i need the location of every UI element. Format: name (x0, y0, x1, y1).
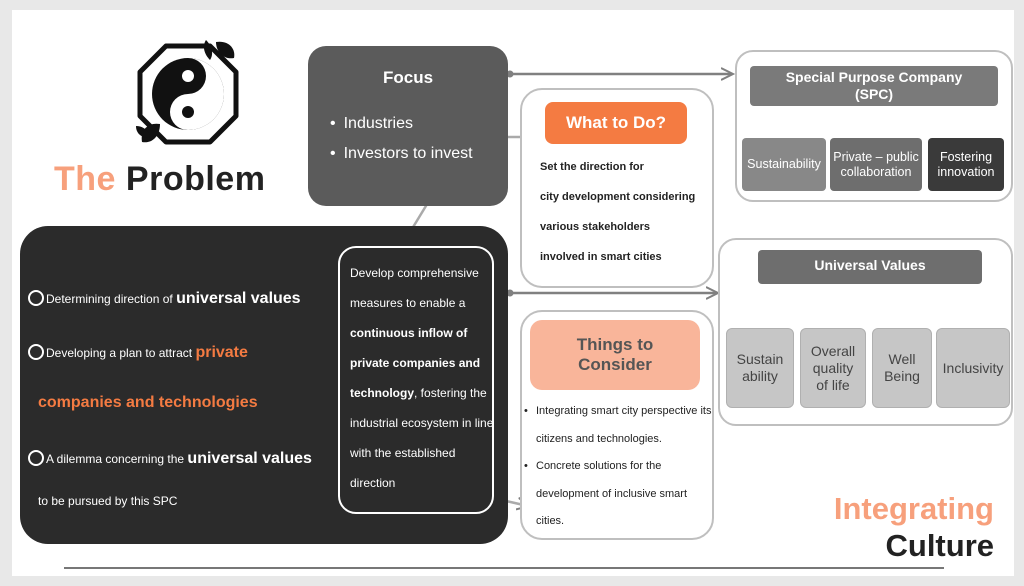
problem-text: Developing a plan to attract (46, 346, 196, 360)
problem-text: to be pursued by this SPC (38, 494, 178, 508)
circle-bullet-icon (28, 344, 44, 360)
circle-bullet-icon (28, 450, 44, 466)
what-to-do-title: What to Do? (545, 102, 687, 144)
spc-title: Special Purpose Company (SPC) (750, 66, 998, 106)
uv-item-line: Inclusivity (942, 359, 1004, 376)
things-item: Integrating smart city perspective its c… (524, 398, 714, 453)
arrow-focus-to-spc (506, 71, 733, 78)
spc-item-sustainability: Sustainability (742, 138, 826, 191)
problem-highlight: private (195, 344, 248, 361)
uv-item-line: ability (742, 368, 778, 384)
things-title-line: Consider (578, 355, 652, 374)
focus-list: Industries Investors to invest (330, 109, 473, 169)
what-to-do-line: various stakeholders (540, 221, 651, 233)
problem-3-cont: to be pursued by this SPC (38, 494, 177, 508)
problem-title-word1: The (54, 160, 116, 198)
uv-item-line: of life (816, 376, 850, 393)
uv-item-line: Sustain (736, 351, 784, 367)
integrating-title-line2: Culture (885, 528, 995, 563)
problem-3: A dilemma concerning the universal value… (28, 450, 312, 468)
what-to-do-line: city development considering (540, 191, 696, 203)
problem-2-cont: companies and technologies (38, 394, 258, 412)
develop-text-part: Develop comprehensive measures to enable… (350, 266, 479, 310)
uv-item-line: quality (812, 359, 854, 376)
spc-item-line: innovation (937, 164, 995, 179)
spc-title-line: Special Purpose Company (785, 69, 963, 85)
problem-title-word2: Problem (125, 160, 266, 198)
integrating-title-line1: Integrating (833, 491, 994, 526)
develop-text-bold: continuous inflow of private companies a… (350, 326, 481, 400)
yin-yang-logo-icon (136, 40, 239, 145)
spc-item-line: Fostering (939, 149, 993, 164)
things-list: Integrating smart city perspective its c… (524, 398, 714, 536)
problems-panel (20, 226, 508, 544)
uv-item-line: Being (884, 368, 920, 384)
develop-text-part: , fostering the industrial ecosystem in … (350, 386, 494, 490)
problem-text: Determining direction of (46, 292, 177, 306)
things-item: Concrete solutions for the development o… (524, 453, 714, 536)
develop-text: Develop comprehensive measures to enable… (350, 258, 496, 498)
universal-values-title: Universal Values (758, 250, 982, 284)
focus-box: Focus Industries Investors to invest (308, 46, 508, 206)
what-to-do-line: involved in smart cities (540, 251, 662, 263)
spc-item-line: Sustainability (747, 157, 821, 171)
spc-title-line: (SPC) (854, 86, 894, 102)
problem-2: Developing a plan to attract private (28, 344, 248, 362)
spc-item-line: Private – public (833, 149, 919, 164)
focus-title: Focus (382, 68, 434, 87)
spc-item-line: collaboration (840, 164, 912, 179)
develop-box (338, 246, 494, 514)
integrating-culture-title: Integrating Culture (794, 490, 994, 564)
arrow-dark-to-uv (506, 290, 718, 297)
problem-title: The Problem (54, 160, 265, 199)
bottom-divider (64, 567, 944, 569)
problem-text: A dilemma concerning the (46, 452, 188, 466)
uv-item-inclusivity: Inclusivity (936, 328, 1010, 408)
circle-bullet-icon (28, 290, 44, 306)
what-to-do-line: Set the direction for (540, 161, 644, 173)
slide: The Problem Focus Industries Investors t… (12, 10, 1014, 576)
uv-item-line: Overall (810, 342, 856, 359)
focus-item: Industries (330, 109, 473, 139)
what-to-do-text: Set the direction for city development c… (540, 152, 716, 272)
things-title-line: Things to (576, 335, 654, 354)
problem-highlight: universal values (187, 450, 312, 467)
problem-highlight: universal values (176, 290, 301, 307)
problem-1: Determining direction of universal value… (28, 290, 301, 308)
focus-item: Investors to invest (330, 139, 473, 169)
uv-item-line: Well (888, 351, 916, 367)
problem-highlight: companies and technologies (38, 394, 258, 411)
